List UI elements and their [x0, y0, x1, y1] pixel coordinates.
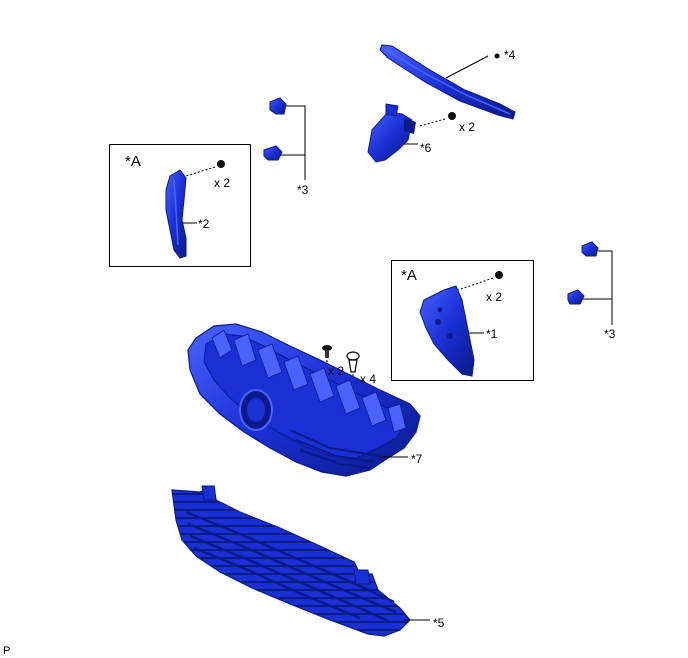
part-2-bracket	[165, 169, 187, 259]
label-box-a-right: *A	[401, 267, 417, 284]
part-3-upper-clips	[263, 97, 287, 161]
part-3-right-clips	[567, 241, 599, 305]
qty-part-2: x 2	[214, 176, 231, 190]
label-part-6: *6	[420, 141, 432, 155]
bolt-icon-part6	[419, 112, 456, 127]
detail-box-a-left	[109, 144, 251, 267]
qty-part-7-left: x 2	[328, 364, 345, 378]
bolt-icon-part2	[185, 160, 225, 177]
label-part-7: *7	[411, 452, 423, 466]
qty-part-1: x 2	[486, 290, 503, 304]
bullet-dot-icon	[494, 53, 500, 59]
part-4-upper-bar	[379, 44, 516, 120]
figure-code: P	[3, 645, 11, 657]
bolt-icon-part1	[457, 271, 503, 291]
part-6-bracket	[367, 103, 416, 163]
label-part-3-right: *3	[604, 327, 616, 341]
qty-part-4: x 2	[459, 120, 476, 134]
label-part-1: *1	[486, 327, 498, 341]
detail-box-a-right	[391, 260, 534, 381]
label-part-4: *4	[504, 48, 516, 62]
part-1-bracket	[419, 285, 475, 377]
part-5-lower-grille	[171, 485, 411, 637]
label-part-3-upper: *3	[297, 183, 309, 197]
label-part-2: *2	[198, 217, 210, 231]
label-box-a-left: *A	[125, 153, 141, 170]
qty-part-7-right: x 4	[360, 372, 377, 386]
label-part-5: *5	[433, 616, 445, 630]
part-7-grille	[187, 323, 421, 477]
